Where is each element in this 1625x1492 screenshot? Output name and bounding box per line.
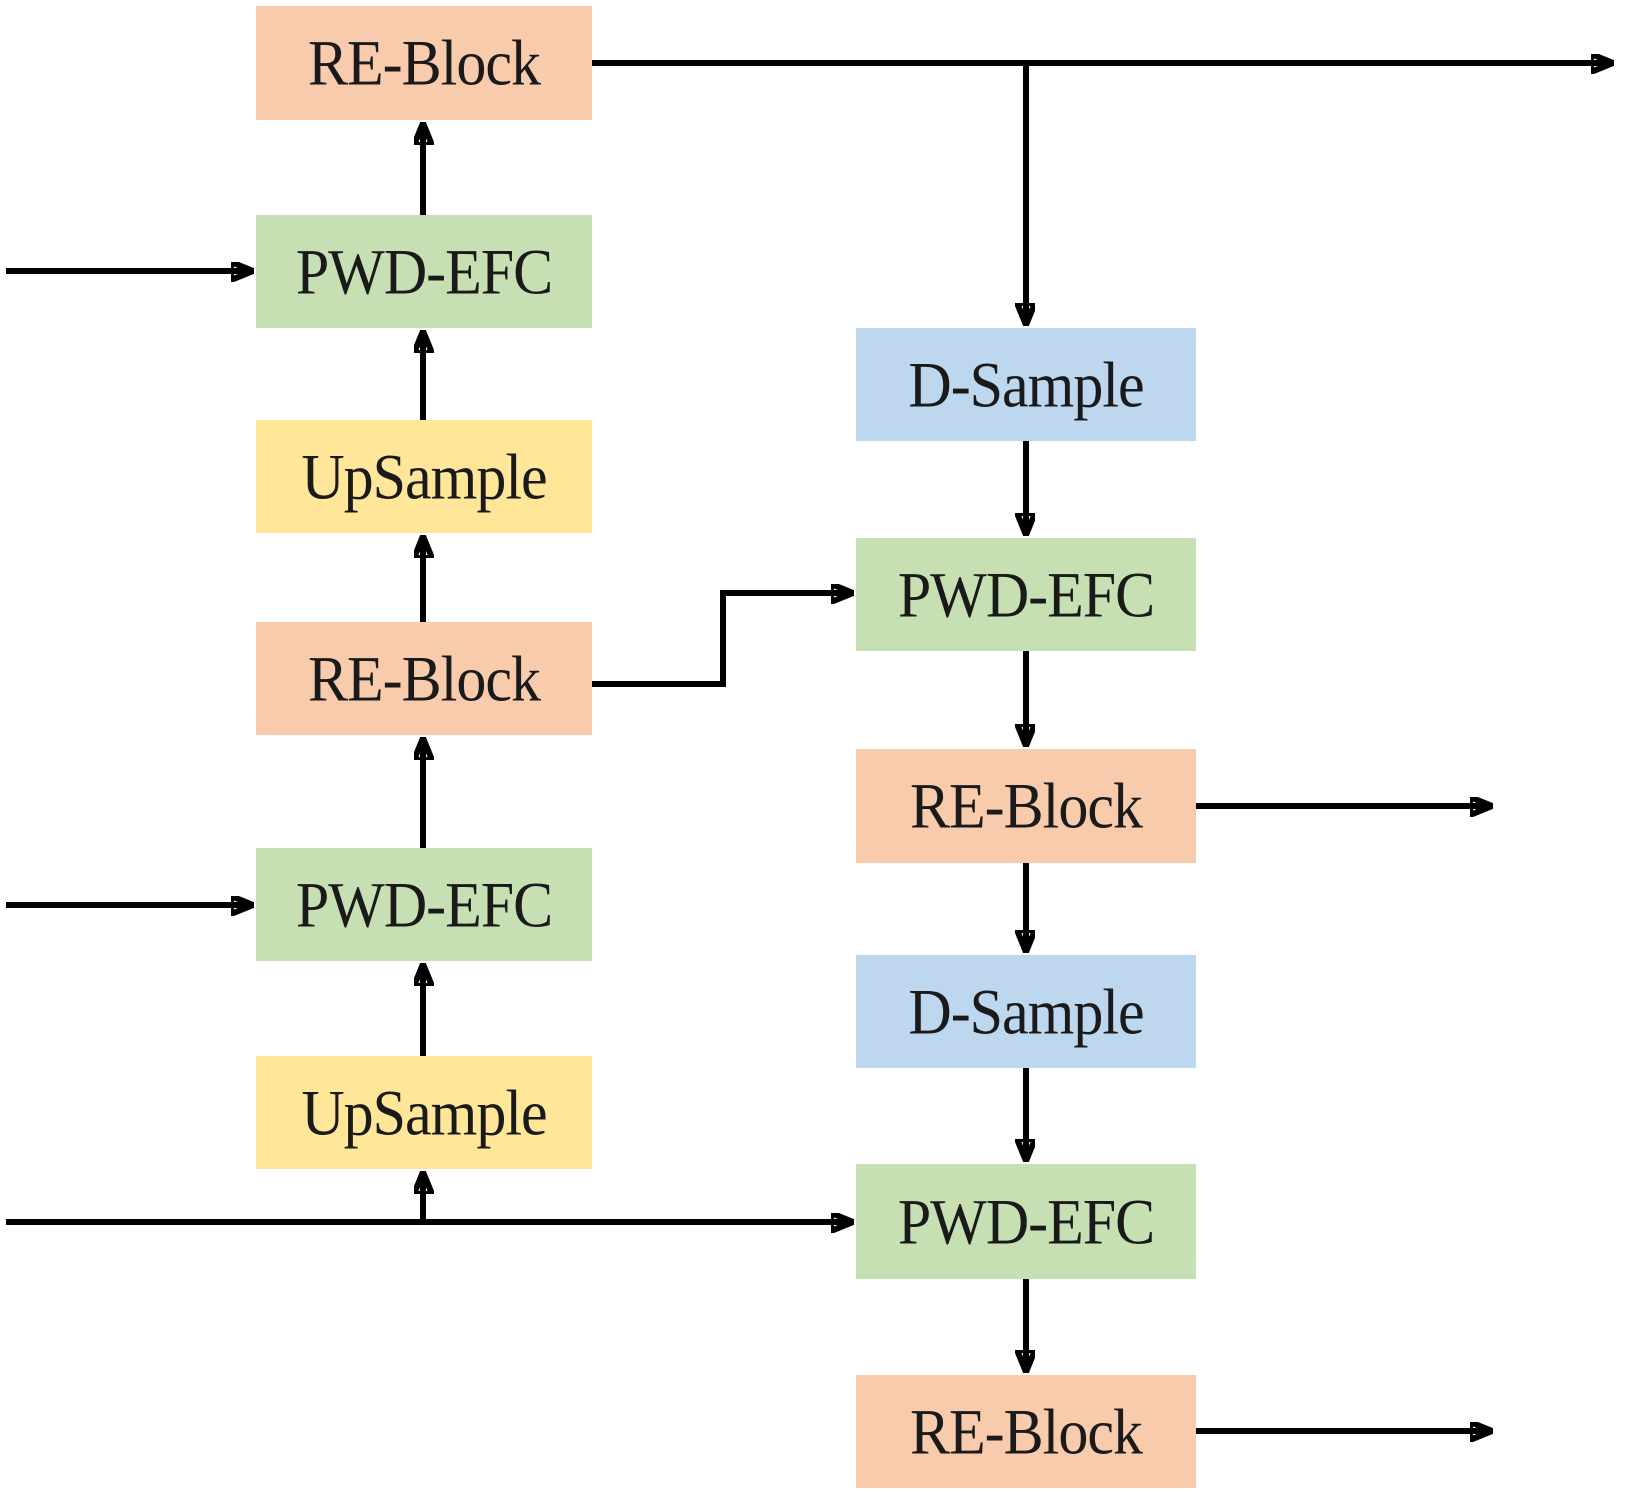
block-label: PWD-EFC — [295, 235, 553, 308]
block-label: D-Sample — [908, 348, 1144, 421]
block-re-block-right-1: RE-Block — [856, 749, 1196, 863]
block-pwd-efc-right-1: PWD-EFC — [856, 538, 1196, 651]
block-re-block-left-1: RE-Block — [256, 6, 592, 120]
block-label: RE-Block — [910, 1395, 1143, 1468]
block-label: RE-Block — [910, 770, 1143, 842]
block-label: RE-Block — [308, 642, 541, 715]
block-pwd-efc-right-2: PWD-EFC — [856, 1164, 1196, 1279]
arrow-mid-connector — [592, 593, 852, 687]
block-upsample-left-2: UpSample — [256, 1056, 592, 1169]
block-re-block-left-2: RE-Block — [256, 622, 592, 735]
block-label: PWD-EFC — [295, 868, 553, 941]
block-label: PWD-EFC — [897, 1185, 1155, 1258]
block-pwd-efc-left-1: PWD-EFC — [256, 215, 592, 328]
block-label: UpSample — [301, 440, 547, 513]
block-d-sample-right-1: D-Sample — [856, 328, 1196, 441]
block-d-sample-right-2: D-Sample — [856, 955, 1196, 1068]
block-label: D-Sample — [908, 975, 1144, 1048]
block-label: PWD-EFC — [897, 558, 1155, 631]
block-upsample-left-1: UpSample — [256, 420, 592, 533]
block-label: RE-Block — [308, 27, 541, 99]
block-label: UpSample — [301, 1076, 547, 1149]
block-re-block-right-2: RE-Block — [856, 1375, 1196, 1488]
block-pwd-efc-left-2: PWD-EFC — [256, 848, 592, 961]
